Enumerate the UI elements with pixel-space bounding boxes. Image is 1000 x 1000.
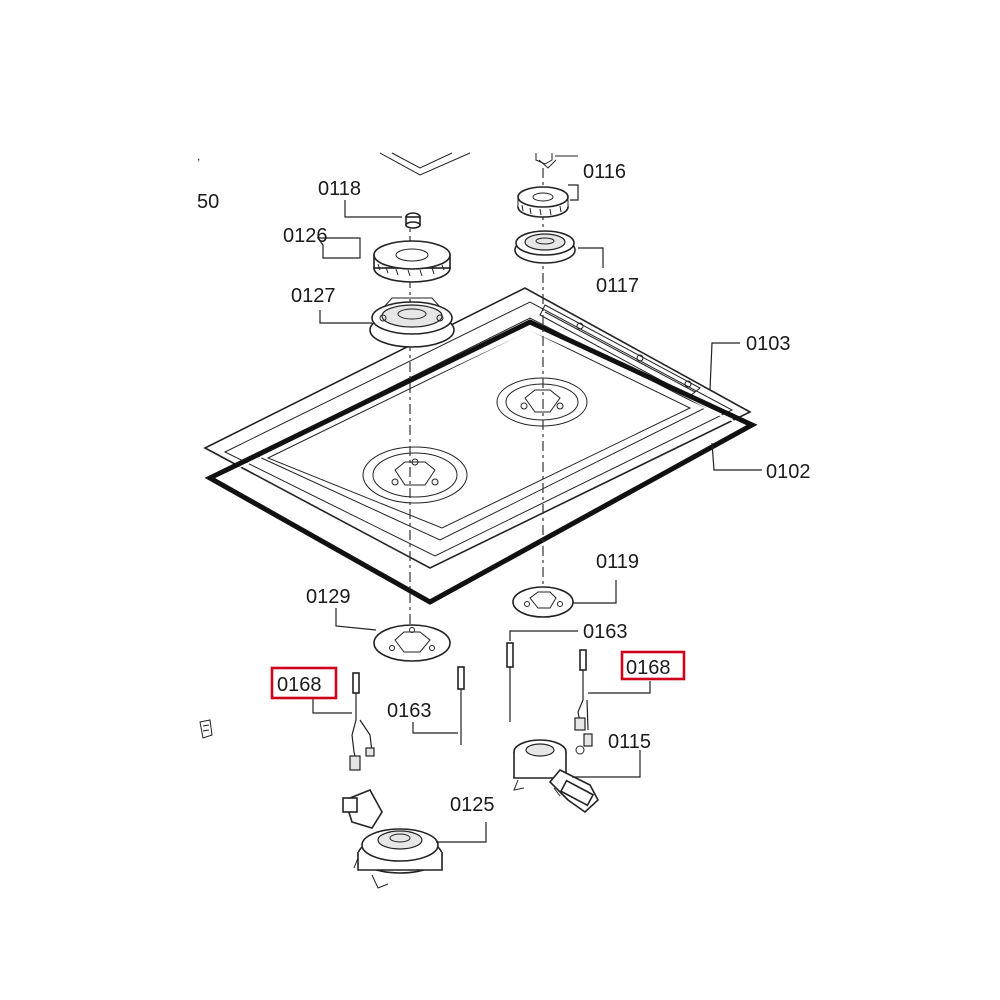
part-0168-electrode-right [574, 649, 593, 747]
burner-hole-right [496, 377, 588, 427]
label-0126: 0126 [283, 225, 328, 247]
label-0168-right: 0168 [626, 657, 671, 679]
hob-gasket [204, 319, 758, 605]
edge-fragment-number: 50 [197, 191, 219, 213]
label-0103: 0103 [746, 333, 791, 355]
label-0117: 0117 [596, 275, 639, 297]
label-0127: 0127 [291, 285, 336, 307]
label-0168-left: 0168 [277, 674, 322, 696]
part-0168-electrode-left [349, 672, 375, 771]
part-0115-burner-body [513, 739, 599, 814]
part-0116-burner-crown [517, 186, 569, 218]
label-0163-left: 0163 [387, 700, 432, 722]
edge-fragment-tick: , [197, 149, 200, 163]
highlight-box-0168-left [270, 666, 338, 700]
part-0163-thermocouple-left [457, 666, 465, 745]
hob-top-plate [203, 287, 752, 569]
part-0125-burner-body [342, 788, 443, 889]
part-0119-support-plate [512, 586, 574, 618]
label-0115: 0115 [608, 731, 651, 753]
part-0163-thermocouple-right [506, 642, 514, 722]
top-cutoff-part [379, 152, 578, 176]
part-0126-burner-crown [373, 240, 451, 283]
label-0118: 0118 [318, 178, 361, 200]
highlight-box-0168-right [620, 650, 686, 681]
highlight-0126 [316, 237, 361, 259]
label-0129: 0129 [306, 586, 351, 608]
label-0163-right: 0163 [583, 621, 628, 643]
label-0125: 0125 [450, 794, 495, 816]
part-0118-cap [405, 212, 421, 229]
part-0127-burner-base [369, 297, 455, 348]
label-0116: 0116 [583, 161, 626, 183]
label-0119: 0119 [596, 551, 639, 573]
part-0117-burner-base [514, 230, 576, 264]
burner-hole-left [362, 446, 468, 504]
label-0102: 0102 [766, 461, 811, 483]
part-0129-support-plate [373, 624, 451, 662]
part-clip-fragment [199, 719, 213, 739]
